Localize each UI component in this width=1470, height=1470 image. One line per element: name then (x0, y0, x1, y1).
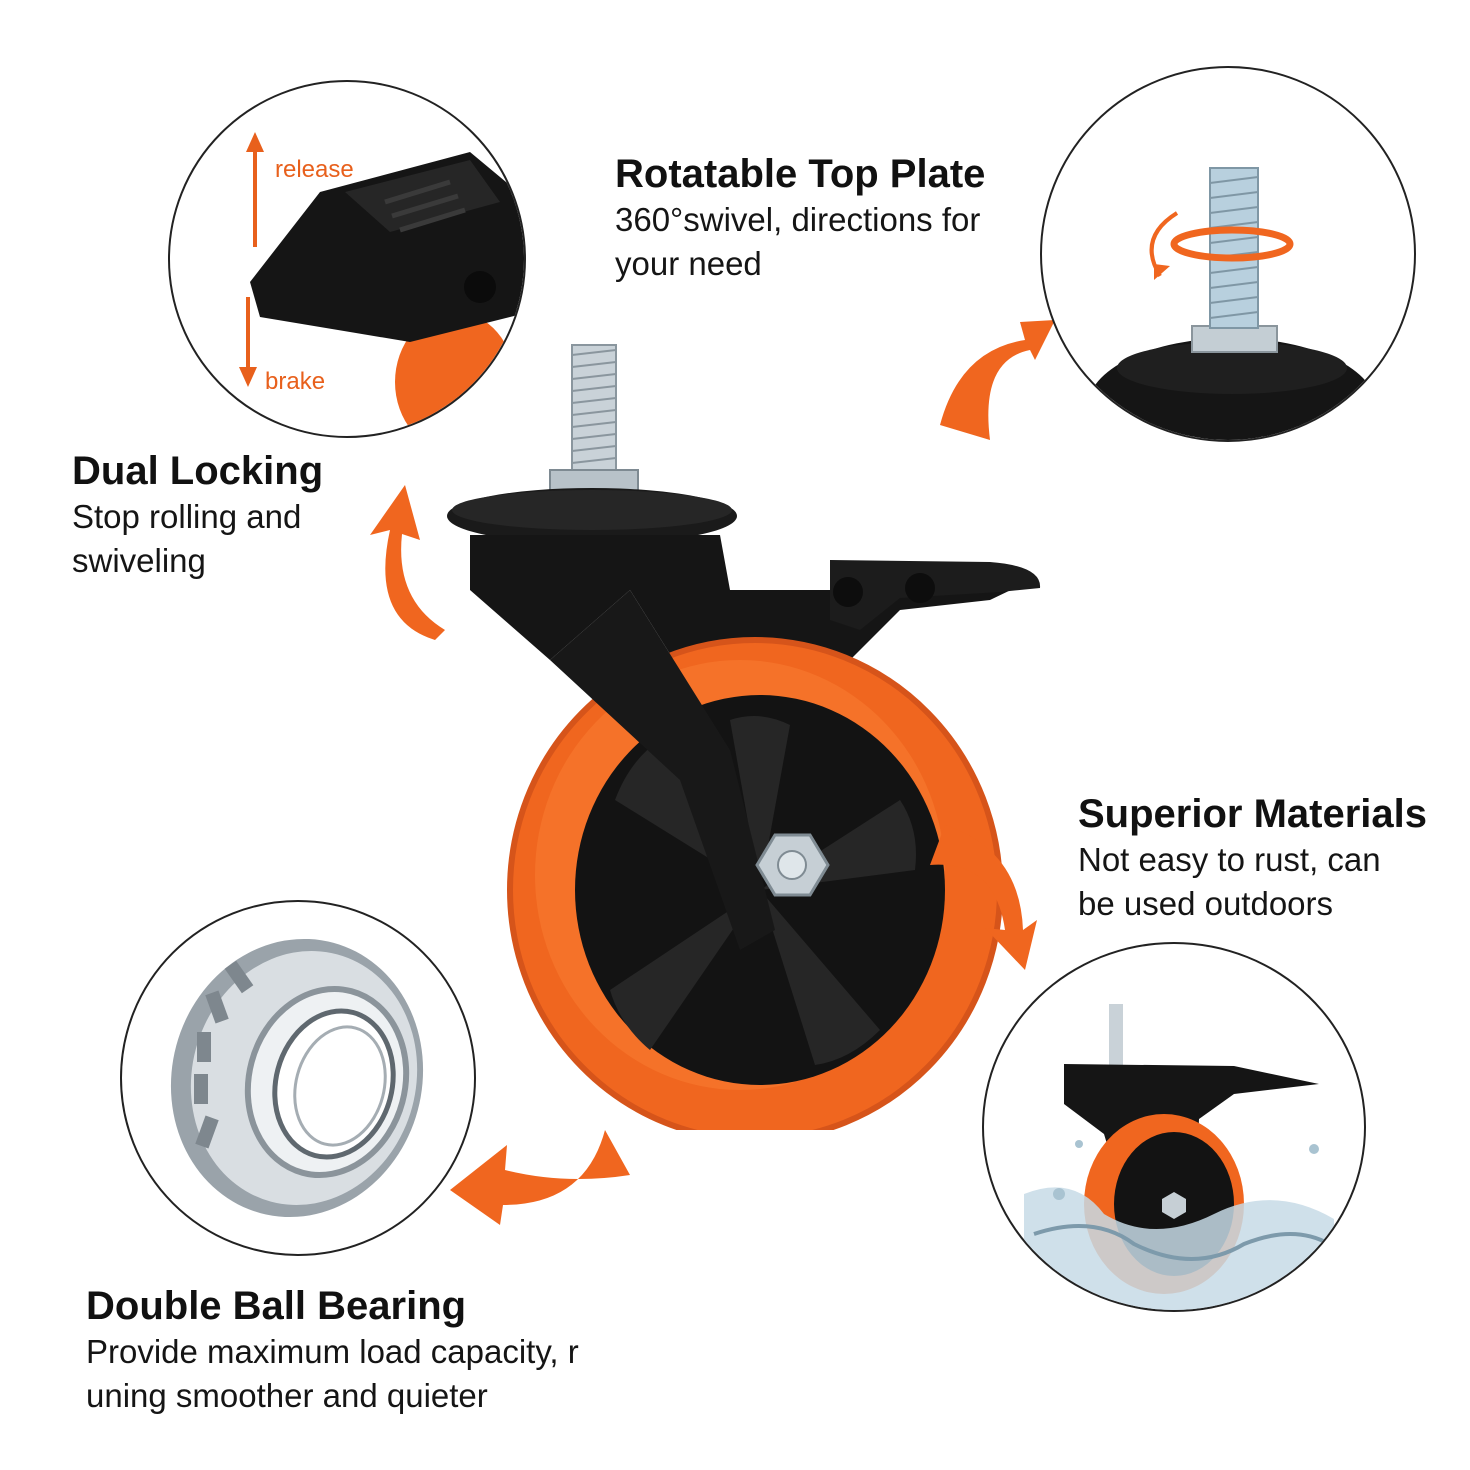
arrow-to-materials (930, 825, 1037, 970)
rotatable-desc-line1: 360°swivel, directions for (615, 201, 981, 238)
materials-feature: Superior Materials Not easy to rust, can… (1078, 790, 1463, 926)
bearing-title: Double Ball Bearing (86, 1284, 467, 1328)
locking-detail-circle: release brake (168, 80, 526, 438)
release-label: release (275, 156, 354, 183)
materials-title: Superior Materials (1078, 792, 1428, 836)
bearing-desc-line2: uning smoother and quieter (86, 1377, 488, 1414)
arrow-to-bearing (450, 1130, 630, 1225)
materials-desc-line2: be used outdoors (1078, 885, 1334, 922)
caster-wheel-illustration (447, 344, 1041, 1130)
materials-desc-line1: Not easy to rust, can (1078, 841, 1381, 878)
arrow-to-locking (370, 485, 445, 640)
brake-lever (830, 560, 1041, 630)
rotatable-detail-circle (1040, 66, 1416, 442)
bearing-desc-line1: Provide maximum load capacity, r (86, 1333, 579, 1370)
arrow-to-rotatable (940, 320, 1055, 440)
bearing-detail-circle (120, 900, 476, 1256)
threaded-stem (549, 344, 639, 499)
rotatable-feature: Rotatable Top Plate 360°swivel, directio… (615, 150, 1045, 286)
locking-title: Dual Locking (72, 449, 324, 493)
bearing-feature: Double Ball Bearing Provide maximum load… (86, 1282, 686, 1418)
locking-feature: Dual Locking Stop rolling and swiveling (72, 447, 392, 583)
rotation-ring (1170, 226, 1294, 262)
materials-detail-circle (982, 942, 1366, 1312)
brake-label: brake (265, 368, 325, 395)
locking-desc-line2: swiveling (72, 542, 206, 579)
rotatable-desc-line2: your need (615, 245, 762, 282)
locking-desc-line1: Stop rolling and (72, 498, 302, 535)
rotatable-title: Rotatable Top Plate (615, 152, 986, 196)
